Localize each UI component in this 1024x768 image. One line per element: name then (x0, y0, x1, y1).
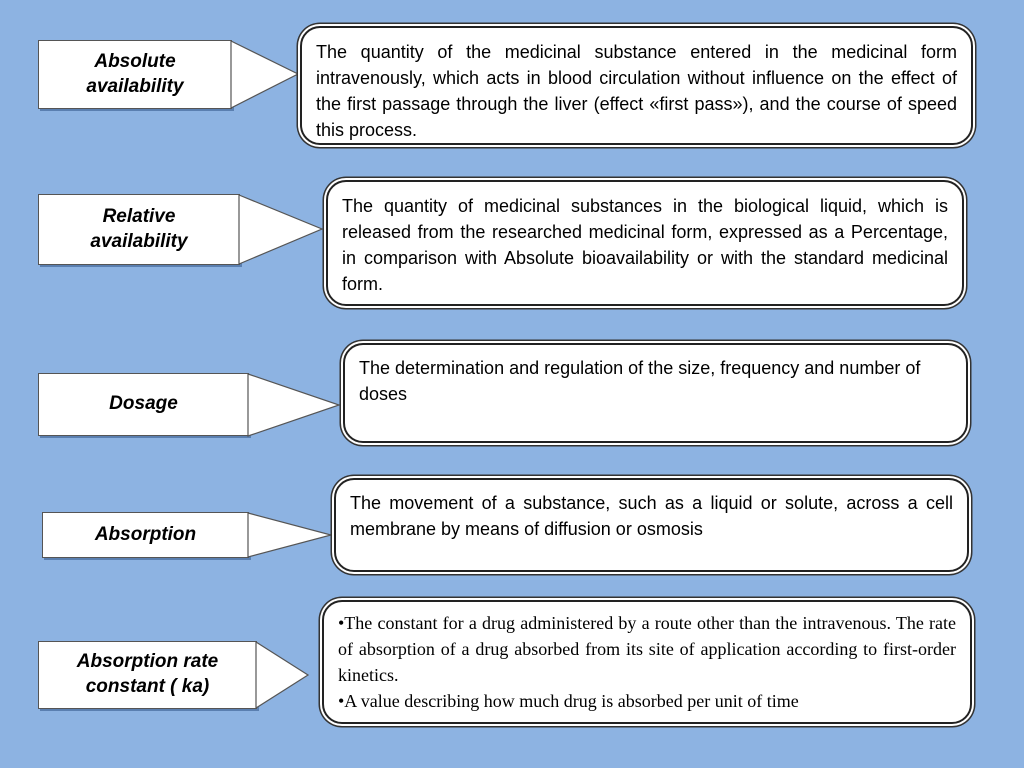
definition-relative-availability: The quantity of medicinal substances in … (326, 180, 964, 306)
bullet-item: •The constant for a drug administered by… (338, 613, 956, 685)
definition-absorption-rate-constant: •The constant for a drug administered by… (322, 600, 972, 724)
term-relative-availability: Relative availability (38, 194, 240, 265)
definition-absorption: The movement of a substance, such as a l… (334, 478, 969, 572)
definition-text: The movement of a substance, such as a l… (350, 493, 953, 539)
term-label: Absorption (94, 523, 197, 545)
arrow-relative-availability (238, 194, 324, 265)
term-absorption: Absorption (42, 512, 249, 558)
term-label: Dosage (109, 393, 178, 415)
term-label: Absolute availability (86, 50, 184, 97)
definition-dosage: The determination and regulation of the … (343, 343, 968, 443)
definition-text: The quantity of medicinal substances in … (342, 196, 948, 294)
arrow-dosage (247, 373, 341, 437)
term-absolute-availability: Absolute availability (38, 40, 232, 109)
arrow-absorption (247, 512, 334, 558)
term-label: Absorption rate constant ( ka) (76, 651, 219, 697)
definition-absolute-availability: The quantity of the medicinal substance … (300, 26, 973, 145)
definition-text: The determination and regulation of the … (359, 358, 921, 404)
term-absorption-rate-constant: Absorption rate constant ( ka) (38, 641, 257, 709)
definition-text: The quantity of the medicinal substance … (316, 42, 957, 140)
bullet-item: •A value describing how much drug is abs… (338, 691, 799, 711)
term-dosage: Dosage (38, 373, 249, 436)
arrow-absorption-rate-constant (255, 640, 310, 710)
term-label: Relative availability (90, 205, 188, 252)
arrow-absolute-availability (230, 40, 300, 109)
